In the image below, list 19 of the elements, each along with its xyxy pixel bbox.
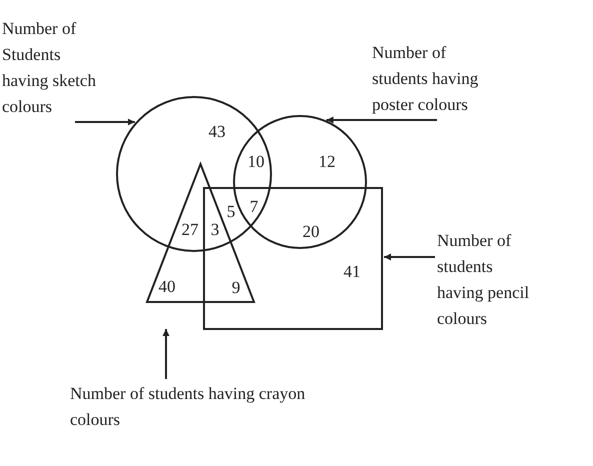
region-count: 3	[210, 220, 220, 240]
node-label: Number of students having poster colours	[372, 42, 480, 116]
node-label: Number of Students having sketch colours	[2, 18, 97, 118]
region-count: 40	[158, 277, 176, 297]
arrow	[326, 116, 437, 124]
arrow	[384, 254, 435, 260]
region-count: 43	[208, 122, 226, 142]
region-count: 5	[226, 202, 236, 222]
region-count: 10	[248, 152, 264, 172]
region-count: 9	[232, 278, 240, 298]
region-count: 7	[250, 197, 258, 217]
node-label: Number of students having crayon colours	[70, 383, 306, 431]
node-label: Number of students having pencil colours	[437, 230, 530, 330]
region-count: 20	[302, 222, 320, 242]
region-count: 27	[182, 220, 198, 240]
region-count: 41	[344, 262, 360, 282]
arrow	[162, 329, 170, 379]
arrow	[75, 118, 135, 126]
region-count: 12	[318, 152, 336, 172]
